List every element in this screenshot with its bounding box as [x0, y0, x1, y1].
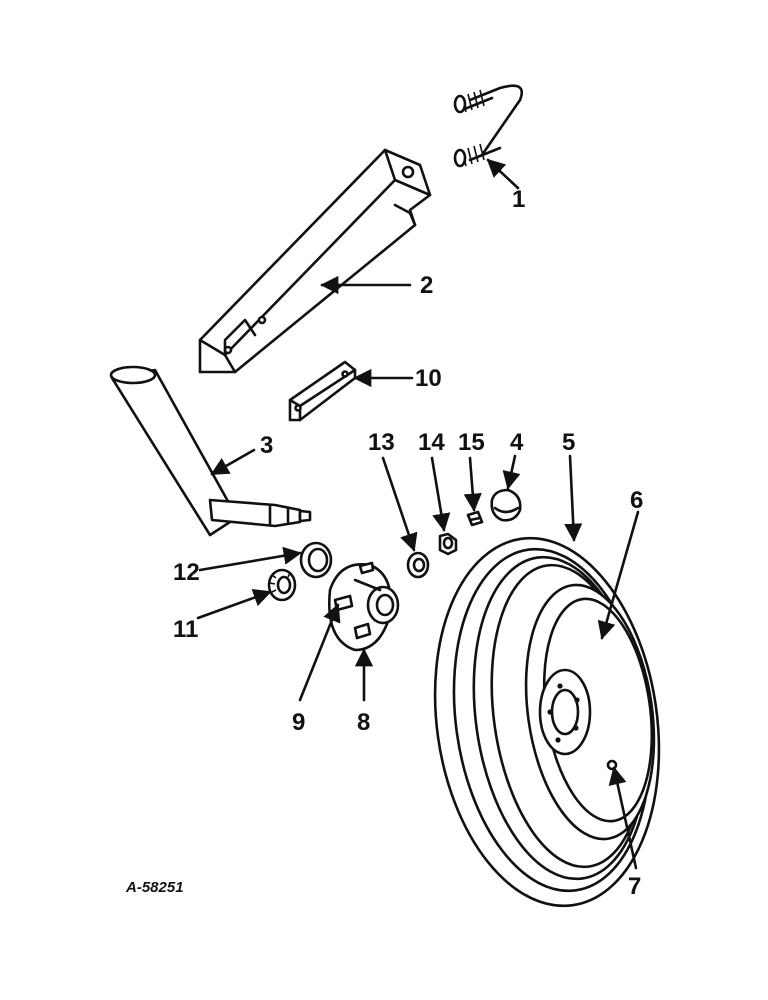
spindle: [109, 365, 312, 537]
washer: [406, 551, 430, 579]
hub: [328, 561, 400, 652]
tire-wheel: [433, 536, 661, 908]
callout-2: 2: [420, 272, 433, 299]
callout-11: 11: [173, 616, 198, 643]
arm: [198, 148, 432, 374]
nut: [438, 532, 458, 556]
callout-8: 8: [357, 709, 370, 736]
callout-12: 12: [173, 559, 200, 586]
cotter-pin: [466, 510, 484, 527]
callout-7: 7: [628, 873, 641, 900]
callout-10: 10: [415, 365, 442, 392]
callout-15: 15: [458, 429, 485, 456]
callout-6: 6: [630, 487, 643, 514]
leader-lines: [196, 158, 640, 870]
dust-cap: [490, 488, 522, 522]
callout-13: 13: [368, 429, 395, 456]
callout-3: 3: [260, 432, 273, 459]
u-bolt: [453, 84, 524, 168]
plate: [288, 360, 357, 422]
bearing-cup: [299, 541, 333, 579]
callout-4: 4: [510, 429, 524, 456]
reference-number: A-58251: [125, 879, 184, 896]
callout-5: 5: [562, 429, 575, 456]
bearing-cone: [267, 568, 297, 602]
callout-14: 14: [418, 429, 445, 456]
callout-1: 1: [512, 186, 525, 213]
callout-9: 9: [292, 709, 305, 736]
